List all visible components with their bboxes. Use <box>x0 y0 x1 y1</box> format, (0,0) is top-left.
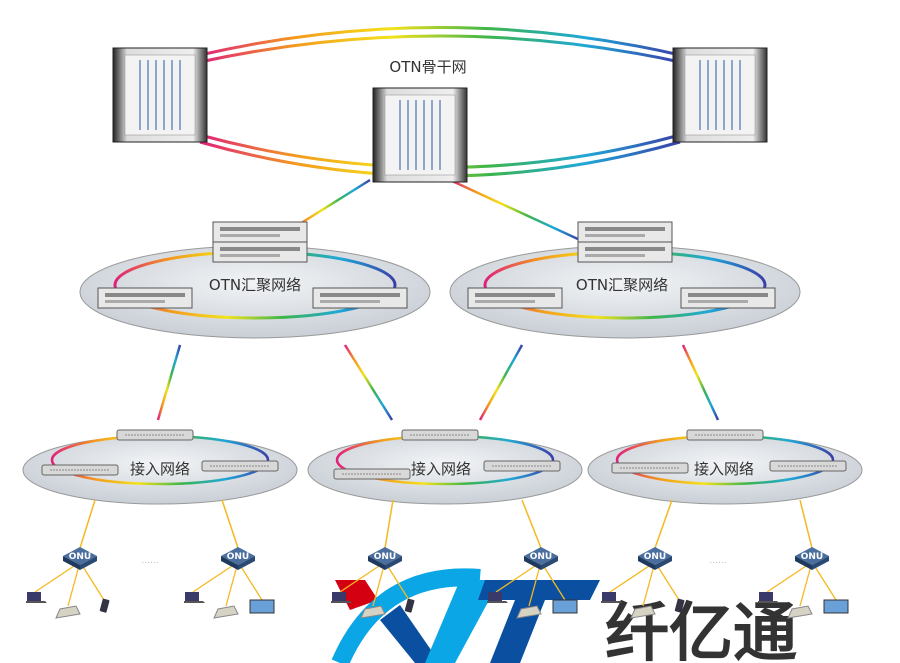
backbone-label: OTN骨干网 <box>389 58 466 76</box>
onu-icon: ONU <box>221 547 255 570</box>
mobile-phone-icon <box>99 598 110 613</box>
onu-group: ONU <box>487 499 578 619</box>
onu-icon: ONU <box>368 547 402 570</box>
access-network-3: 接入网络 <box>587 429 863 505</box>
onu-label: ONU <box>801 552 824 562</box>
tv-icon <box>552 599 578 614</box>
aggregation-label: OTN汇聚网络 <box>209 276 301 294</box>
laptop-icon <box>758 592 779 603</box>
ellipsis: ...... <box>709 556 726 566</box>
backbone-node-right <box>672 47 768 143</box>
onu-group: ONU <box>26 499 110 619</box>
onu-icon: ONU <box>795 547 829 570</box>
watermark-logo: 纤亿通 <box>331 568 797 663</box>
backbone-node-center <box>372 87 468 183</box>
desk-phone-icon <box>55 605 81 619</box>
desk-phone-icon <box>360 605 386 619</box>
mobile-phone-icon <box>404 598 415 613</box>
access-network-1: 接入网络 <box>22 429 298 505</box>
tv-icon <box>823 599 849 614</box>
aggregation-network-2: OTN汇聚网络 <box>449 221 801 339</box>
aggregation-label: OTN汇聚网络 <box>576 276 668 294</box>
access-label: 接入网络 <box>694 460 754 478</box>
desk-phone-icon <box>516 605 542 619</box>
laptop-icon <box>601 592 622 603</box>
aggregation-network-1: OTN汇聚网络 <box>79 221 431 339</box>
onu-label: ONU <box>227 552 250 562</box>
aggregation-downlinks <box>156 344 720 421</box>
onu-group: ONU <box>758 499 849 619</box>
onu-label: ONU <box>644 552 667 562</box>
desk-phone-icon <box>787 605 813 619</box>
onu-group: ONU <box>184 499 275 619</box>
onu-layer: ONU ONU ONU ONU ONU ONU <box>26 499 849 619</box>
laptop-icon <box>26 592 47 603</box>
tv-icon <box>249 599 275 614</box>
watermark-text: 纤亿通 <box>605 597 797 663</box>
backbone-node-left <box>112 47 208 143</box>
onu-icon: ONU <box>63 547 97 570</box>
onu-label: ONU <box>530 552 553 562</box>
backbone-uplinks <box>289 178 581 242</box>
onu-group: ONU <box>331 499 415 619</box>
onu-icon: ONU <box>638 547 672 570</box>
desk-phone-icon <box>213 605 239 619</box>
access-network-2: 接入网络 <box>307 429 583 505</box>
access-label: 接入网络 <box>130 460 190 478</box>
laptop-icon <box>487 592 508 603</box>
onu-label: ONU <box>69 552 92 562</box>
laptop-icon <box>331 592 352 603</box>
onu-icon: ONU <box>524 547 558 570</box>
onu-label: ONU <box>374 552 397 562</box>
desk-phone-icon <box>630 605 656 619</box>
laptop-icon <box>184 592 205 603</box>
onu-group: ONU <box>601 499 685 619</box>
access-label: 接入网络 <box>411 460 471 478</box>
mobile-phone-icon <box>674 598 685 613</box>
ellipsis: ...... <box>141 556 158 566</box>
